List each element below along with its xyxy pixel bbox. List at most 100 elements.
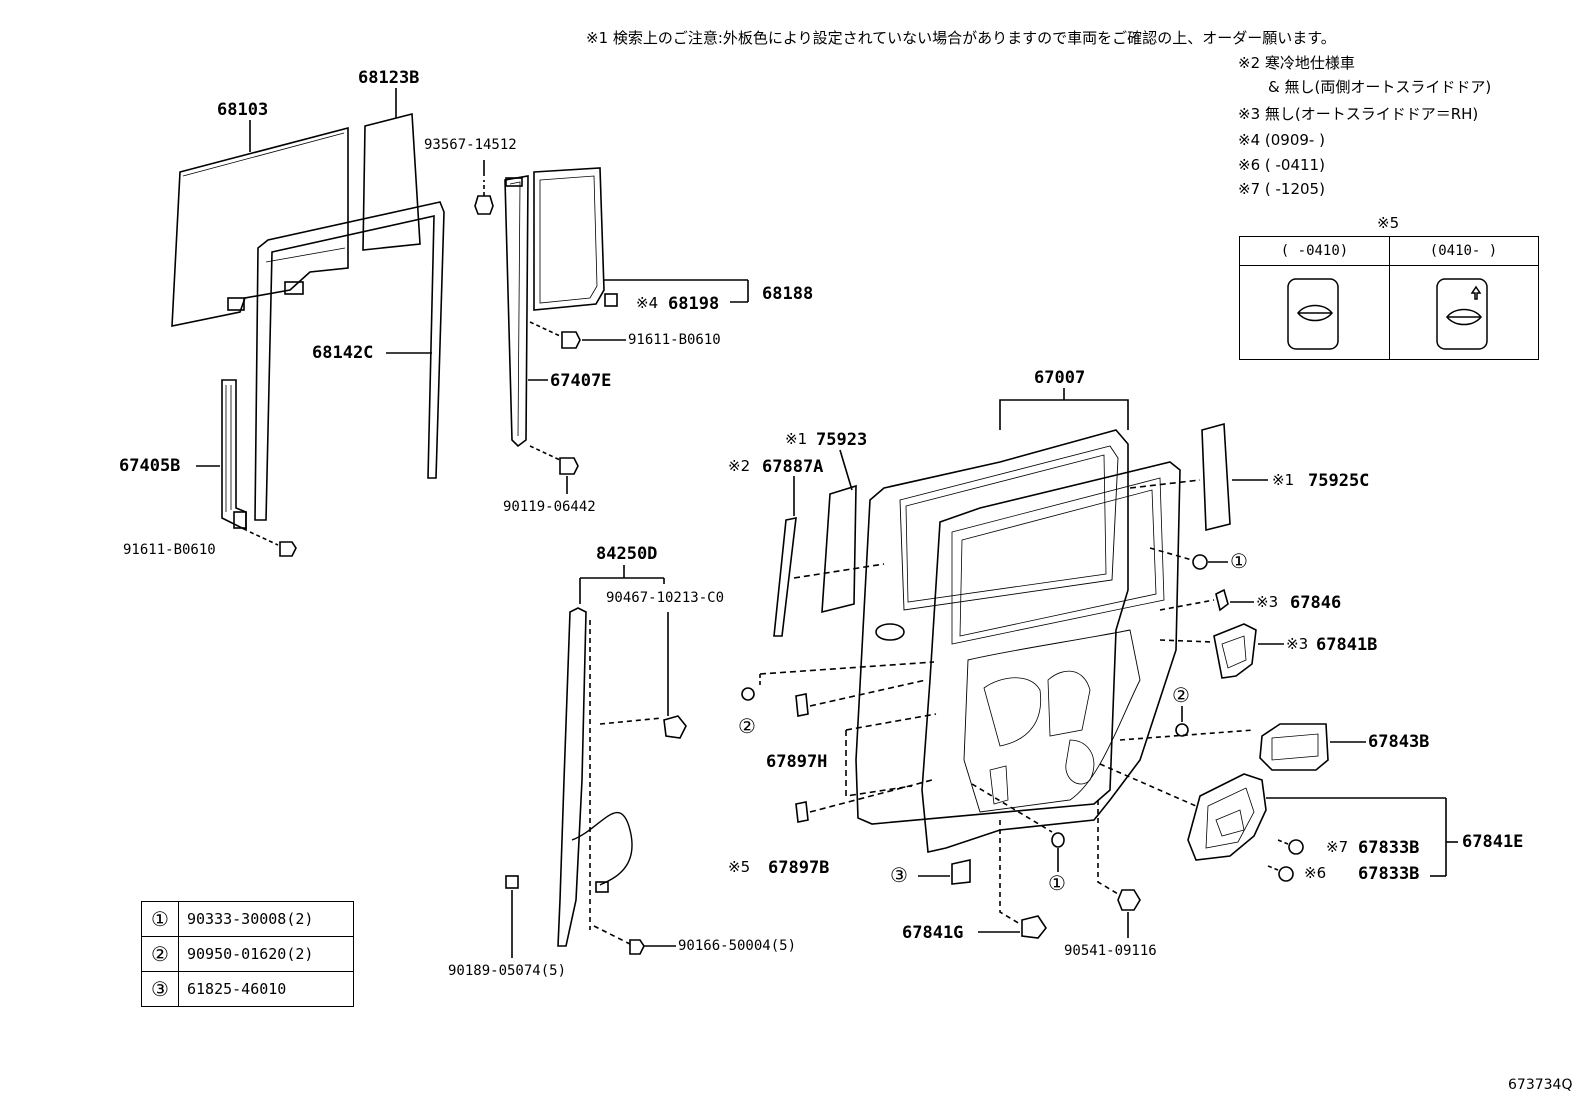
note-4: ※4 (0909- ) — [1238, 131, 1325, 149]
label-68142C[interactable]: 68142C — [312, 343, 374, 363]
note-3: ※3 無し(オートスライドドア＝RH) — [1238, 105, 1479, 123]
lock-67841B[interactable] — [1159, 623, 1284, 679]
label-67833B-lower-mark: ※6 — [1304, 864, 1327, 882]
pad-old-icon — [1287, 278, 1339, 350]
legend-symbol: ① — [141, 901, 179, 937]
label-75923-mark: ※1 — [785, 430, 808, 448]
label-68188[interactable]: 68188 — [762, 284, 814, 304]
callout-1-lower[interactable]: ① — [1048, 871, 1066, 895]
bolt-90119[interactable] — [529, 445, 579, 494]
legend-part[interactable]: 61825-46010 — [178, 971, 354, 1007]
door-harness[interactable] — [557, 577, 665, 947]
dash-75925C — [1129, 479, 1201, 489]
note-5-title: ※5 — [1377, 214, 1400, 232]
callout-1-upper[interactable]: ① — [1230, 549, 1248, 573]
legend-row: ② 90950-01620(2) — [141, 936, 354, 972]
label-67897H[interactable]: 67897H — [766, 752, 828, 772]
label-75925C-mark: ※1 — [1272, 471, 1295, 489]
screw-90166[interactable] — [593, 925, 676, 955]
cover-67841G[interactable] — [978, 820, 1047, 939]
callout-2-right[interactable]: ② — [1172, 683, 1190, 707]
cushion-67897H[interactable] — [795, 679, 937, 797]
plug-2-right[interactable] — [1175, 706, 1189, 737]
leader-67007 — [999, 399, 1129, 430]
label-67887A[interactable]: 67887A — [762, 457, 824, 477]
diagram-id: 673734Q — [1508, 1077, 1573, 1093]
slide-door-panel[interactable] — [855, 429, 1129, 825]
label-90189[interactable]: 90189-05074(5) — [448, 963, 567, 979]
door-glass[interactable] — [171, 126, 349, 327]
inner-door-frame[interactable] — [921, 461, 1181, 853]
label-91611-lower[interactable]: 91611-B0610 — [123, 542, 216, 558]
division-bar[interactable] — [221, 379, 247, 532]
label-67887A-mark: ※2 — [728, 457, 751, 475]
legend-table: ① 90333-30008(2) ② 90950-01620(2) ③ 6182… — [141, 901, 354, 1007]
label-90467[interactable]: 90467-10213-C0 — [606, 590, 725, 606]
inside-handle[interactable] — [1119, 723, 1366, 771]
quarter-window-frame[interactable] — [533, 167, 618, 311]
retainer-90189[interactable] — [505, 875, 519, 958]
clip-67846[interactable] — [1159, 588, 1254, 612]
dash-67887A — [793, 563, 885, 579]
label-93567[interactable]: 93567-14512 — [424, 137, 517, 153]
cushion-90541[interactable] — [1097, 800, 1141, 938]
screw-67833B-upper[interactable] — [1277, 839, 1304, 855]
label-67897B-mark: ※5 — [728, 858, 751, 876]
label-67841B-mark: ※3 — [1286, 635, 1309, 653]
garnish-75923[interactable] — [821, 484, 857, 614]
note-6: ※6 ( -0411) — [1238, 156, 1325, 174]
run-channel[interactable] — [254, 201, 445, 521]
label-67833B-upper-mark: ※7 — [1326, 838, 1349, 856]
label-67841E[interactable]: 67841E — [1462, 832, 1524, 852]
note-2b: & 無し(両側オートスライドドア) — [1268, 78, 1492, 96]
bolt-91611-upper[interactable] — [529, 321, 581, 349]
plug-1-lower[interactable] — [971, 783, 1065, 872]
door-lock-assembly[interactable] — [1099, 763, 1458, 877]
screw-93567[interactable] — [474, 180, 494, 215]
label-67833B-upper[interactable]: 67833B — [1358, 838, 1420, 858]
clip-90467[interactable] — [599, 612, 687, 739]
note-5-table: ( -0410) (0410- ) — [1239, 236, 1539, 360]
label-67007[interactable]: 67007 — [1034, 368, 1086, 388]
legend-symbol: ③ — [141, 971, 179, 1007]
label-67843B[interactable]: 67843B — [1368, 732, 1430, 752]
label-67833B-lower[interactable]: 67833B — [1358, 864, 1420, 884]
pad-3[interactable] — [918, 859, 971, 885]
label-91611-upper[interactable]: 91611-B0610 — [628, 332, 721, 348]
label-84250D[interactable]: 84250D — [596, 544, 658, 564]
note-2: ※2 寒冷地仕様車 — [1238, 54, 1355, 72]
callout-2-left[interactable]: ② — [738, 714, 756, 738]
weatherstrip-67887A[interactable] — [773, 516, 797, 637]
label-67897B[interactable]: 67897B — [768, 858, 830, 878]
label-68198[interactable]: 68198 — [668, 294, 720, 314]
screw-67833B-lower[interactable] — [1267, 865, 1294, 882]
label-90541[interactable]: 90541-09116 — [1064, 943, 1157, 959]
cushion-67897B[interactable] — [795, 779, 933, 823]
bolt-91611-lower[interactable] — [249, 531, 297, 557]
plug-1-upper[interactable] — [1149, 547, 1228, 570]
note-1: ※1 検索上のご注意:外板色により設定されていない場合がありますので車両をご確認… — [586, 29, 1336, 47]
label-68123B[interactable]: 68123B — [358, 68, 420, 88]
legend-part[interactable]: 90333-30008(2) — [178, 901, 354, 937]
label-68198-mark: ※4 — [636, 294, 659, 312]
pad-new-icon — [1436, 278, 1488, 350]
label-90166[interactable]: 90166-50004(5) — [678, 938, 797, 954]
label-90119[interactable]: 90119-06442 — [503, 499, 596, 515]
label-75925C[interactable]: 75925C — [1308, 471, 1370, 491]
label-68103[interactable]: 68103 — [217, 100, 269, 120]
label-67405B[interactable]: 67405B — [119, 456, 181, 476]
callout-3[interactable]: ③ — [890, 863, 908, 887]
label-67841G[interactable]: 67841G — [902, 923, 964, 943]
note-7: ※7 ( -1205) — [1238, 180, 1325, 198]
door-channel[interactable] — [504, 175, 529, 448]
plug-2-left[interactable] — [741, 661, 935, 701]
legend-symbol: ② — [141, 936, 179, 972]
label-67407E[interactable]: 67407E — [550, 371, 612, 391]
label-67846[interactable]: 67846 — [1290, 593, 1342, 613]
note-5-col2: (0410- ) — [1389, 237, 1538, 266]
garnish-75925C[interactable] — [1201, 422, 1231, 532]
label-75923[interactable]: 75923 — [816, 430, 868, 450]
label-67841B[interactable]: 67841B — [1316, 635, 1378, 655]
legend-part[interactable]: 90950-01620(2) — [178, 936, 354, 972]
